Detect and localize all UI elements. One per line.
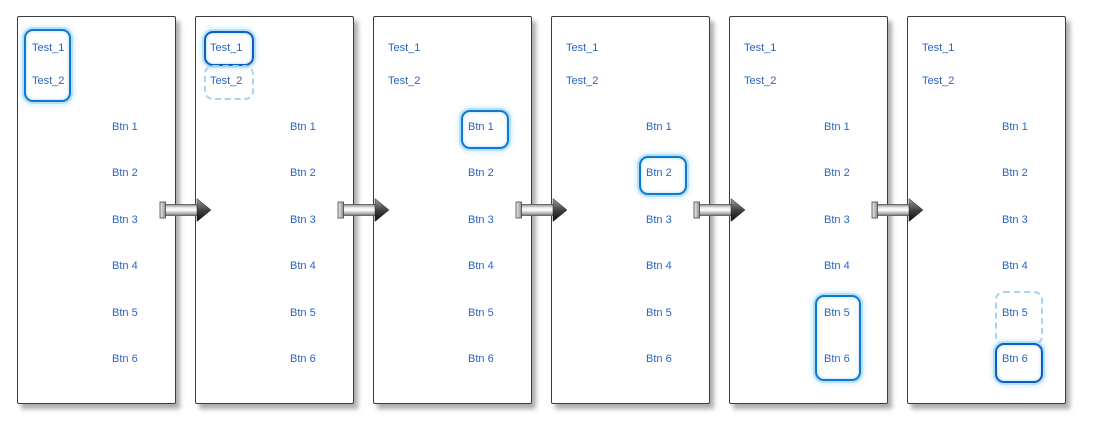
test-2-label[interactable]: Test_2 bbox=[210, 75, 243, 87]
btn-5-label[interactable]: Btn 5 bbox=[112, 307, 138, 319]
btn-1-label[interactable]: Btn 1 bbox=[1002, 121, 1028, 133]
btn-2-label[interactable]: Btn 2 bbox=[468, 167, 494, 179]
test-2-label[interactable]: Test_2 bbox=[922, 75, 955, 87]
transition-arrow-3 bbox=[515, 16, 568, 402]
btn-4-label[interactable]: Btn 4 bbox=[112, 260, 138, 272]
btn-6-label[interactable]: Btn 6 bbox=[1002, 353, 1028, 365]
ui-state-flow-diagram: Test_1 Test_2 Btn 1 Btn 2 Btn 3 Btn 4 Bt… bbox=[17, 16, 1066, 404]
right-arrow-icon bbox=[159, 197, 212, 223]
btn-5-label[interactable]: Btn 5 bbox=[290, 307, 316, 319]
selection-box-solid-btn1 bbox=[461, 110, 509, 149]
btn-3-label[interactable]: Btn 3 bbox=[112, 214, 138, 226]
state-panel-6: Test_1 Test_2 Btn 1 Btn 2 Btn 3 Btn 4 Bt… bbox=[907, 16, 1066, 404]
test-1-label[interactable]: Test_1 bbox=[32, 42, 65, 54]
btn-4-label[interactable]: Btn 4 bbox=[468, 260, 494, 272]
test-2-label[interactable]: Test_2 bbox=[388, 75, 421, 87]
right-arrow-icon bbox=[871, 197, 924, 223]
btn-6-label[interactable]: Btn 6 bbox=[290, 353, 316, 365]
btn-5-label[interactable]: Btn 5 bbox=[468, 307, 494, 319]
btn-3-label[interactable]: Btn 3 bbox=[290, 214, 316, 226]
btn-3-label[interactable]: Btn 3 bbox=[824, 214, 850, 226]
btn-2-label[interactable]: Btn 2 bbox=[824, 167, 850, 179]
btn-6-label[interactable]: Btn 6 bbox=[646, 353, 672, 365]
state-panel-5: Test_1 Test_2 Btn 1 Btn 2 Btn 3 Btn 4 Bt… bbox=[729, 16, 888, 404]
selection-box-solid-btn5-btn6-group bbox=[815, 295, 861, 381]
test-1-label[interactable]: Test_1 bbox=[210, 42, 243, 54]
btn-5-label[interactable]: Btn 5 bbox=[1002, 307, 1028, 319]
state-panel-2: Test_1 Test_2 Btn 1 Btn 2 Btn 3 Btn 4 Bt… bbox=[195, 16, 354, 404]
selection-box-solid-tests-group bbox=[24, 29, 71, 102]
btn-4-label[interactable]: Btn 4 bbox=[824, 260, 850, 272]
state-panel-4: Test_1 Test_2 Btn 1 Btn 2 Btn 3 Btn 4 Bt… bbox=[551, 16, 710, 404]
btn-2-label[interactable]: Btn 2 bbox=[290, 167, 316, 179]
transition-arrow-2 bbox=[337, 16, 390, 402]
btn-3-label[interactable]: Btn 3 bbox=[646, 214, 672, 226]
test-1-label[interactable]: Test_1 bbox=[744, 42, 777, 54]
btn-3-label[interactable]: Btn 3 bbox=[468, 214, 494, 226]
btn-5-label[interactable]: Btn 5 bbox=[646, 307, 672, 319]
btn-2-label[interactable]: Btn 2 bbox=[112, 167, 138, 179]
selection-box-solid-btn6 bbox=[995, 343, 1043, 383]
btn-4-label[interactable]: Btn 4 bbox=[646, 260, 672, 272]
test-2-label[interactable]: Test_2 bbox=[566, 75, 599, 87]
btn-6-label[interactable]: Btn 6 bbox=[824, 353, 850, 365]
btn-1-label[interactable]: Btn 1 bbox=[468, 121, 494, 133]
btn-6-label[interactable]: Btn 6 bbox=[468, 353, 494, 365]
btn-4-label[interactable]: Btn 4 bbox=[1002, 260, 1028, 272]
state-panel-3: Test_1 Test_2 Btn 1 Btn 2 Btn 3 Btn 4 Bt… bbox=[373, 16, 532, 404]
btn-1-label[interactable]: Btn 1 bbox=[290, 121, 316, 133]
test-1-label[interactable]: Test_1 bbox=[566, 42, 599, 54]
right-arrow-icon bbox=[693, 197, 746, 223]
btn-6-label[interactable]: Btn 6 bbox=[112, 353, 138, 365]
selection-box-solid-btn2 bbox=[639, 156, 687, 195]
transition-arrow-5 bbox=[871, 16, 924, 402]
btn-2-label[interactable]: Btn 2 bbox=[646, 167, 672, 179]
selection-box-dashed-test2 bbox=[204, 65, 254, 100]
btn-1-label[interactable]: Btn 1 bbox=[112, 121, 138, 133]
test-1-label[interactable]: Test_1 bbox=[922, 42, 955, 54]
transition-arrow-1 bbox=[159, 16, 212, 402]
btn-3-label[interactable]: Btn 3 bbox=[1002, 214, 1028, 226]
state-panel-1: Test_1 Test_2 Btn 1 Btn 2 Btn 3 Btn 4 Bt… bbox=[17, 16, 176, 404]
transition-arrow-4 bbox=[693, 16, 746, 402]
btn-4-label[interactable]: Btn 4 bbox=[290, 260, 316, 272]
btn-1-label[interactable]: Btn 1 bbox=[824, 121, 850, 133]
btn-5-label[interactable]: Btn 5 bbox=[824, 307, 850, 319]
right-arrow-icon bbox=[337, 197, 390, 223]
btn-1-label[interactable]: Btn 1 bbox=[646, 121, 672, 133]
test-2-label[interactable]: Test_2 bbox=[32, 75, 65, 87]
test-2-label[interactable]: Test_2 bbox=[744, 75, 777, 87]
btn-2-label[interactable]: Btn 2 bbox=[1002, 167, 1028, 179]
right-arrow-icon bbox=[515, 197, 568, 223]
test-1-label[interactable]: Test_1 bbox=[388, 42, 421, 54]
